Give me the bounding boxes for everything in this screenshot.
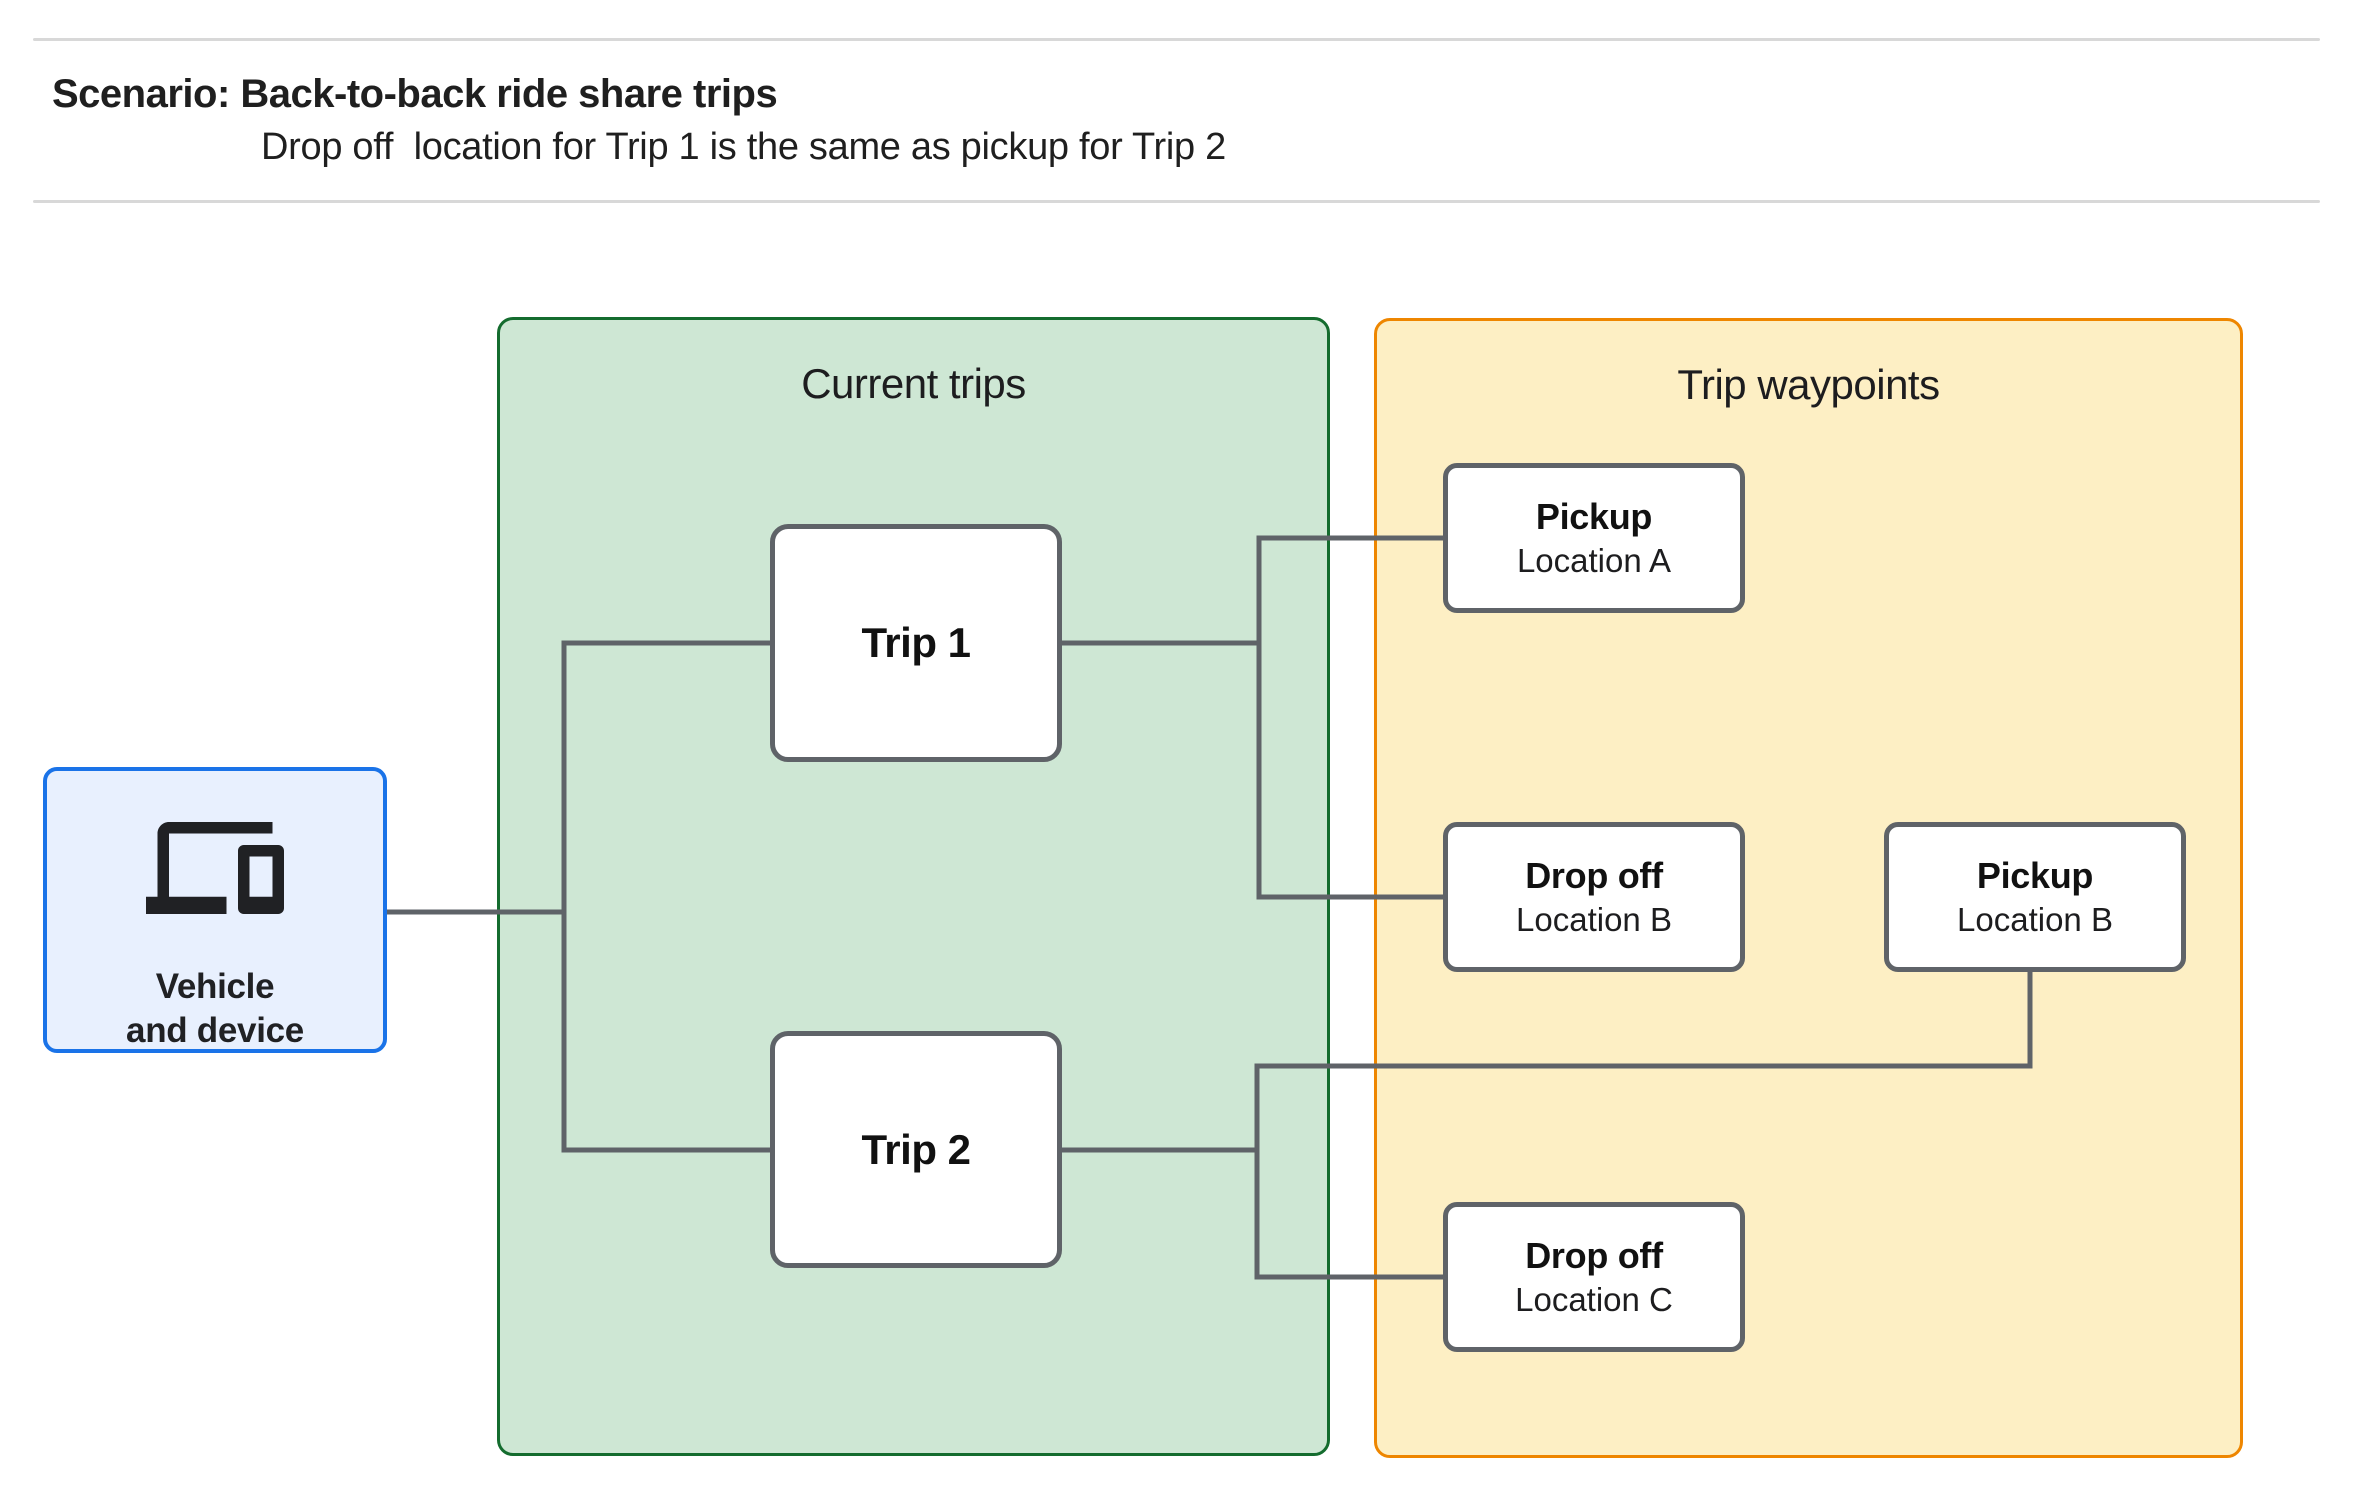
waypoint-type-label: Drop off xyxy=(1525,854,1663,896)
waypoint-type-label: Pickup xyxy=(1535,495,1653,537)
page-title: Scenario: Back-to-back ride share trips xyxy=(52,72,778,116)
waypoint-pickup-location-a: Pickup Location A xyxy=(1443,463,1745,613)
devices-icon xyxy=(146,822,284,914)
waypoint-location-label: Location B xyxy=(1957,900,2113,938)
vehicle-node-label: Vehicle and device xyxy=(126,965,304,1053)
waypoint-dropoff-location-c: Drop off Location C xyxy=(1443,1202,1745,1352)
page-subtitle: Drop off location for Trip 1 is the same… xyxy=(261,126,1226,168)
vehicle-and-device-node: Vehicle and device xyxy=(43,767,387,1053)
waypoint-location-label: Location A xyxy=(1516,541,1672,579)
trip-1-label: Trip 1 xyxy=(861,619,971,666)
trip-waypoints-title: Trip waypoints xyxy=(1677,361,1940,408)
waypoint-pickup-location-b: Pickup Location B xyxy=(1884,822,2186,972)
current-trips-group: Current trips xyxy=(497,317,1330,1456)
vehicle-label-line2: and device xyxy=(126,1011,304,1050)
vehicle-label-line1: Vehicle xyxy=(155,967,275,1006)
waypoint-type-label: Pickup xyxy=(1976,854,2094,896)
waypoint-location-label: Location B xyxy=(1516,900,1672,938)
current-trips-title: Current trips xyxy=(801,360,1026,407)
trip-1-node: Trip 1 xyxy=(770,524,1062,762)
top-divider xyxy=(33,38,2320,41)
trip-2-label: Trip 2 xyxy=(861,1125,971,1173)
trip-2-node: Trip 2 xyxy=(770,1031,1062,1268)
waypoint-type-label: Drop off xyxy=(1525,1234,1663,1276)
waypoint-dropoff-location-b: Drop off Location B xyxy=(1443,822,1745,972)
header-divider xyxy=(33,200,2320,203)
waypoint-location-label: Location C xyxy=(1515,1280,1673,1318)
